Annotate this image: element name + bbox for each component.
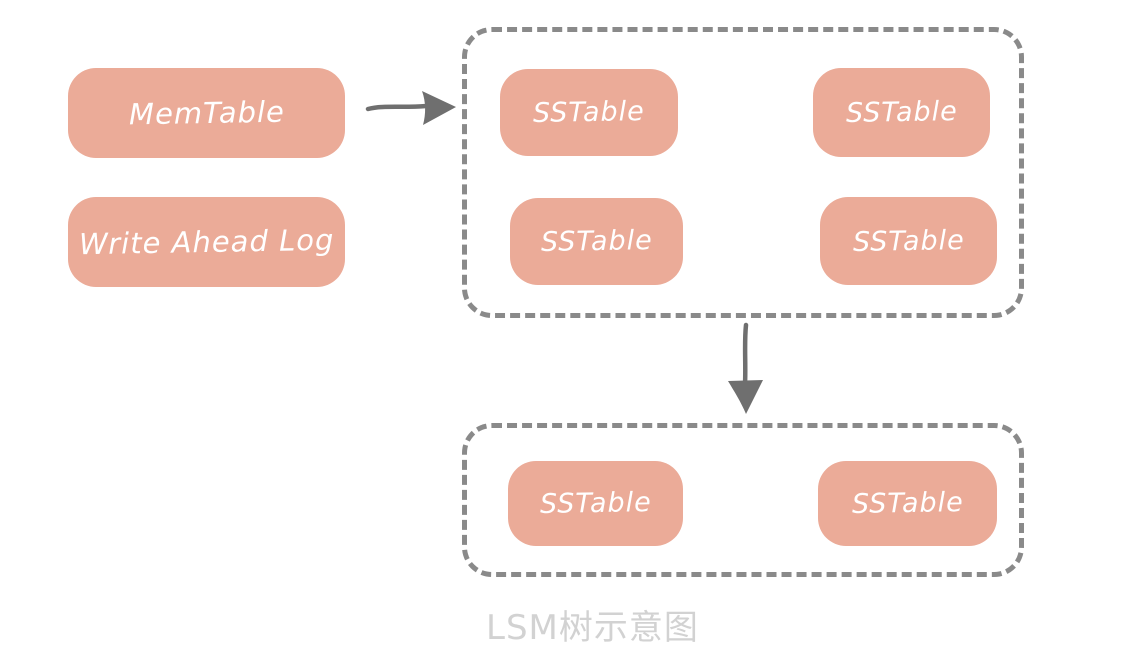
diagram-caption: LSM树示意图 <box>486 608 699 648</box>
sstable-node: SSTable <box>813 68 990 157</box>
write-ahead-log-label: Write Ahead Log <box>78 222 335 262</box>
level1-sstable-group: SSTable SSTable <box>462 423 1024 577</box>
sstable-label: SSTable <box>539 487 652 520</box>
sstable-node: SSTable <box>818 461 997 546</box>
sstable-label: SSTable <box>540 225 653 258</box>
sstable-label: SSTable <box>852 224 965 258</box>
sstable-node: SSTable <box>510 198 683 285</box>
sstable-label: SSTable <box>845 96 958 129</box>
down-arrow-icon <box>728 322 763 414</box>
sstable-node: SSTable <box>500 69 678 156</box>
sstable-label: SSTable <box>851 487 964 520</box>
right-arrow-icon <box>365 91 456 125</box>
sstable-node: SSTable <box>820 197 997 285</box>
memtable-node: MemTable <box>68 68 345 158</box>
sstable-node: SSTable <box>508 461 683 546</box>
sstable-label: SSTable <box>532 96 646 129</box>
memtable-label: MemTable <box>128 94 285 132</box>
level0-sstable-group: SSTable SSTable SSTable SSTable <box>462 27 1024 318</box>
write-ahead-log-node: Write Ahead Log <box>68 197 345 287</box>
